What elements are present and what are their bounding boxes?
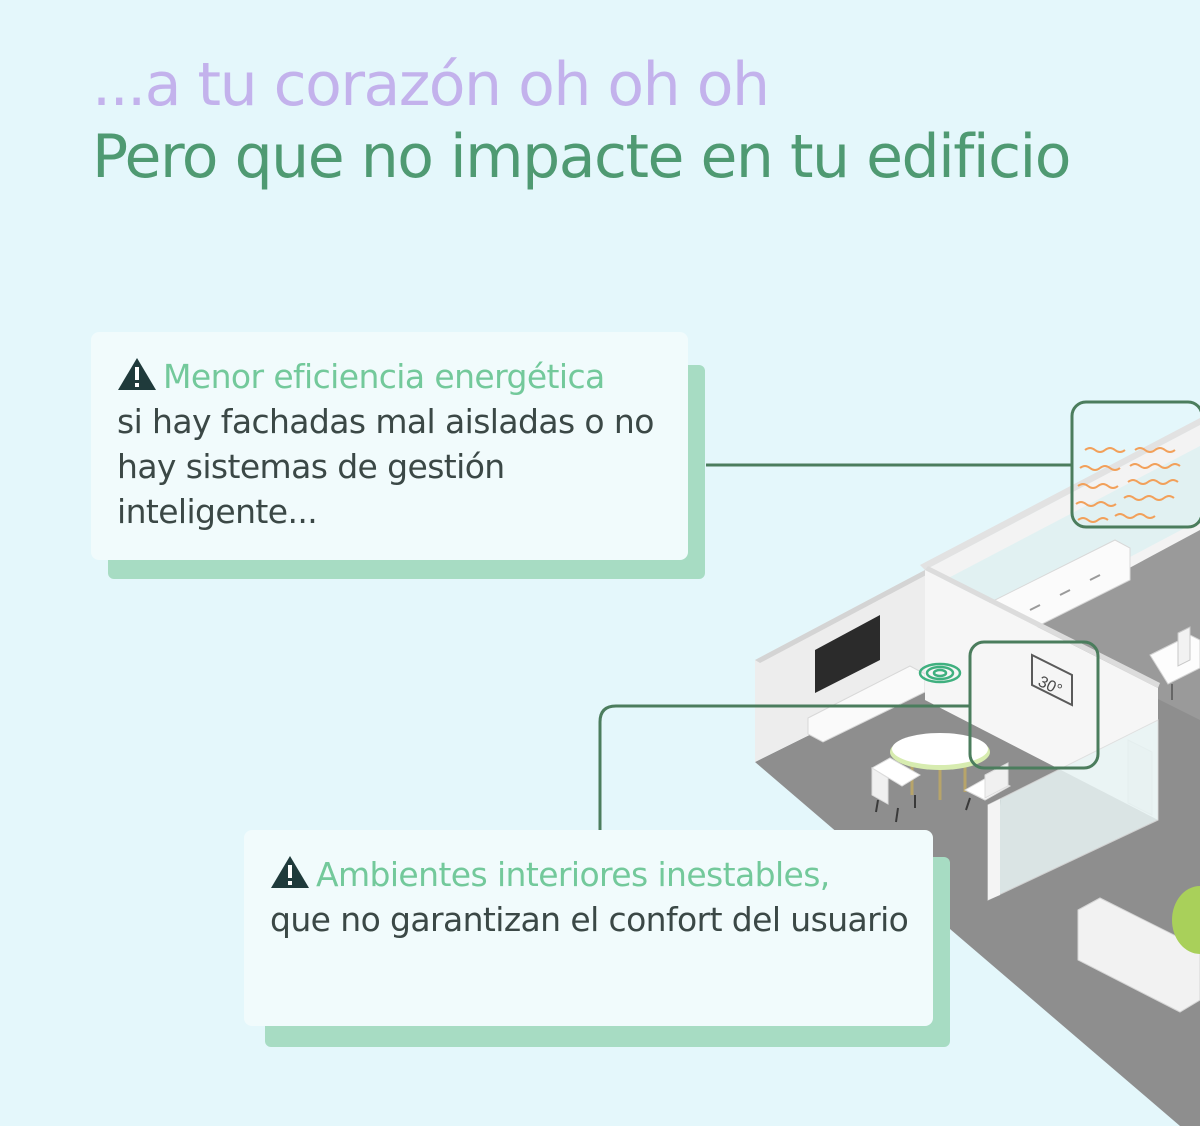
meeting-room-back-wall-top [925,566,1160,688]
headline-title: Pero que no impacte en tu edificio [92,122,1071,192]
meeting-table [890,733,990,800]
warning-icon [118,358,156,390]
headline-subtitle: ...a tu corazón oh oh oh [92,50,770,120]
wireless-sensor-icon [918,662,962,684]
thermostat-callout-line [598,704,970,830]
glass-partition-frame [988,799,1000,900]
meeting-room-left-wall-top [755,570,930,663]
card-energy-efficiency: Menor eficiencia energética si hay facha… [91,332,688,560]
card-comfort-body: que no garantizan el confort del usuario [270,900,909,939]
office-floor-right [1000,510,1200,720]
card-comfort-text: Ambientes interiores inestables, que no … [270,852,909,942]
facade-wall-top [920,418,1200,570]
chair-left [871,757,921,823]
card-energy-body: si hay fachadas mal aisladas o no hay si… [117,402,654,531]
card-comfort-highlight: Ambientes interiores inestables, [316,855,830,894]
thermostat-device [1031,653,1073,707]
desk-monitor [1177,626,1191,667]
warning-icon [271,856,309,888]
card-energy-highlight: Menor eficiencia energética [163,357,605,396]
tv-screen [815,615,880,693]
bench [1077,897,1200,1013]
card-indoor-comfort: Ambientes interiores inestables, que no … [244,830,933,1026]
plant-icon [1172,886,1200,954]
chair-right [963,762,1012,813]
heat-waves-icon [1075,447,1181,523]
card-energy-text: Menor eficiencia energética si hay facha… [117,354,664,534]
